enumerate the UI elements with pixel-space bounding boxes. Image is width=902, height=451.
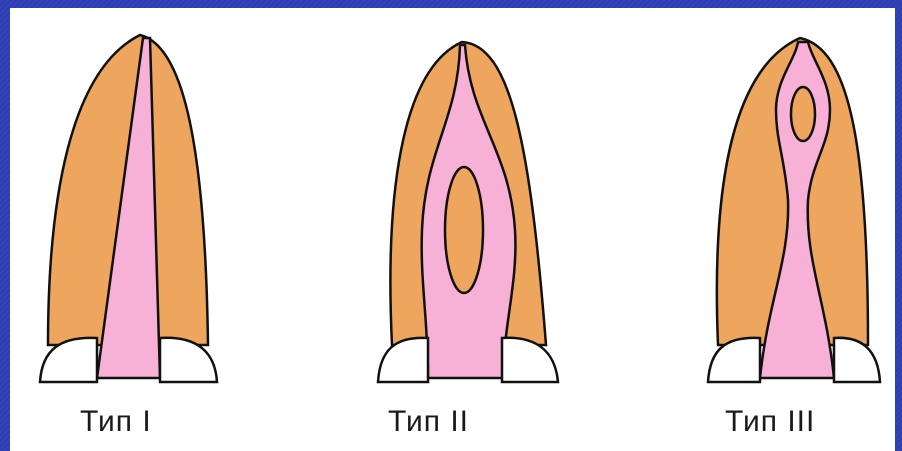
tooth-3-dentin-island [791, 87, 815, 141]
tooth-type-1 [40, 35, 217, 382]
label-type-2: Тип II [388, 405, 469, 439]
tooth-2-dentin-island [445, 167, 483, 293]
tooth-3-gum-right [834, 338, 880, 382]
tooth-2-gum-left [378, 338, 428, 382]
label-type-3: Тип III [725, 405, 815, 439]
tooth-2-gum-right [502, 338, 558, 382]
label-type-1: Тип I [80, 405, 152, 439]
tooth-type-3 [708, 38, 880, 382]
tooth-type-2 [378, 42, 558, 382]
tooth-3-gum-left [708, 338, 760, 382]
